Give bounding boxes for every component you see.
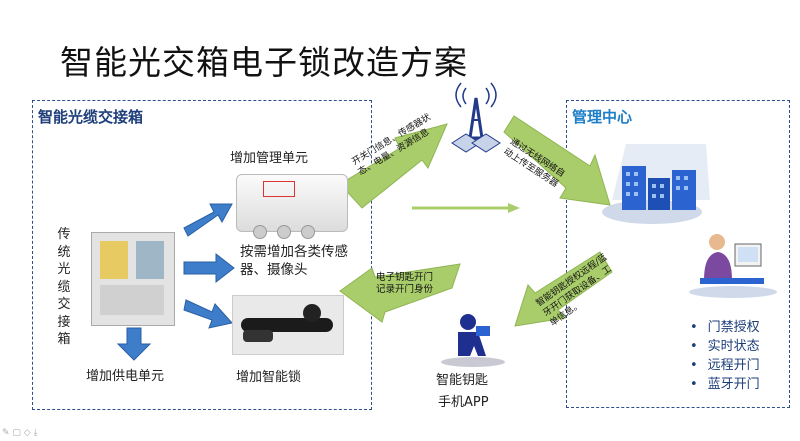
smart-lock-photo: [232, 295, 344, 355]
feature-item: 蓝牙开门: [690, 375, 760, 394]
operator-at-computer-icon: [689, 234, 777, 298]
cabinet-photo: [91, 232, 175, 326]
app-label-line2: 手机APP: [438, 395, 489, 410]
flow-arrow-to-box: [339, 263, 461, 323]
flow-arrow-to-app: [514, 251, 613, 327]
feature-list: 门禁授权 实时状态 远程开门 蓝牙开门: [690, 318, 760, 394]
tower-icon: [451, 82, 501, 153]
app-label-line1: 智能钥匙: [436, 373, 489, 388]
arrow-to-lock: [183, 299, 233, 329]
smart-cabinet-frame: [32, 100, 372, 410]
smart-key-app-icon: [441, 314, 505, 367]
buildings-icon: [602, 144, 710, 224]
arrow-to-power: [116, 327, 152, 361]
add-lock-label: 增加智能锁: [236, 370, 302, 385]
smart-cabinet-title: 智能光缆交接箱: [38, 108, 144, 126]
arrow-to-mgmt-unit: [183, 203, 233, 237]
management-center-title: 管理中心: [572, 108, 633, 126]
feature-item: 门禁授权: [690, 318, 760, 337]
flow-text-open-record: 电子钥匙开门记录开门身份: [376, 272, 434, 295]
cabinet-label: 传统光缆交接箱: [57, 227, 71, 347]
page-title: 智能光交箱电子锁改造方案: [60, 43, 468, 82]
add-sensors-label: 按需增加各类传感器、摄像头: [240, 244, 348, 278]
arrow-to-sensors: [183, 252, 235, 284]
management-unit-photo: [236, 174, 348, 239]
slide-toolbar-icons[interactable]: ✎ ▢ ◇ ⤓: [2, 428, 38, 438]
feature-item: 实时状态: [690, 337, 760, 356]
add-mgmt-unit-label: 增加管理单元: [230, 151, 309, 166]
feature-item: 远程开门: [690, 356, 760, 375]
flow-arrow-to-tower: [339, 123, 448, 209]
flow-arrow-to-center: [503, 115, 611, 206]
management-center-frame: [566, 100, 790, 408]
add-power-label: 增加供电单元: [86, 369, 165, 384]
unit-tag: [263, 181, 295, 197]
